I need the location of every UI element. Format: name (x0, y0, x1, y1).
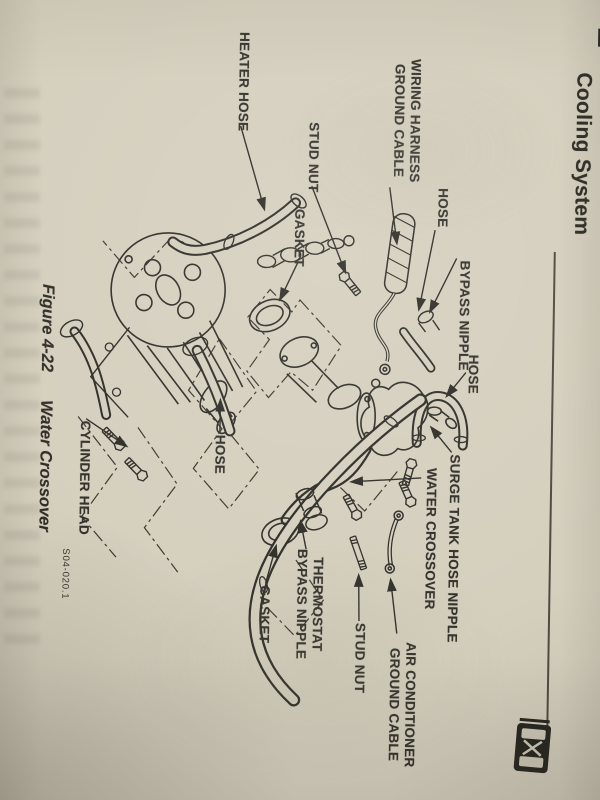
label-stud-nut-upper: STUD NUT (305, 122, 322, 193)
callout-leader-lines (85, 125, 467, 634)
label-air-conditioner-ground-cable: AIR CONDITIONER GROUND CABLE (385, 642, 419, 768)
middle-hose-drawing (182, 336, 236, 437)
label-hose-top: HOSE (435, 188, 451, 228)
wiring-harness-ground-cable-drawing (370, 212, 416, 388)
label-heater-hose: HEATER HOSE (235, 31, 253, 132)
phantom-engine-outline (77, 237, 398, 637)
label-wiring-harness-ground-cable: WIRING HARNESS GROUND CABLE (390, 58, 424, 183)
label-gasket-upper: GASKET (291, 208, 308, 267)
figure-title: Water Crossover (35, 399, 56, 532)
label-stud-nut-lower: STUD NUT (351, 622, 368, 694)
lower-bracket-pipe-drawing (59, 319, 131, 420)
lower-hose-drawing (248, 393, 427, 707)
bypass-nipple-hose-drawing (399, 310, 441, 373)
figure-caption: Figure 4-22 Water Crossover (34, 284, 57, 532)
thermostat-bypass-nipple-part (295, 487, 328, 531)
label-thermostat-bypass-nipple: THERMOSTAT BYPASS NIPPLE (293, 548, 326, 660)
air-conditioner-ground-cable-drawing (384, 510, 404, 574)
gasket-upper-part (248, 298, 291, 333)
label-surge-tank-hose-nipple: SURGE TANK HOSE NIPPLE (444, 454, 463, 643)
label-hose-middle: HOSE (212, 434, 228, 475)
label-water-crossover: WATER CROSSOVER (422, 467, 440, 610)
surge-tank-hose-nipple-part (445, 417, 458, 430)
label-hose-right: HOSE (465, 354, 482, 395)
thermostat-housing-drawing (356, 381, 458, 457)
drawing-code: S04-020.1 (59, 548, 72, 600)
stud-nut-lower-part (349, 535, 368, 571)
figure-number: Figure 4-22 (37, 283, 58, 373)
vehicle-badge-stamp-icon (513, 717, 552, 774)
heater-hose-drawing (167, 193, 307, 256)
label-cylinder-head: CYLINDER HEAD (76, 420, 94, 536)
bypass-fitting-chain (256, 235, 355, 269)
label-gasket-lower: GASKET (256, 585, 273, 644)
bypass-hose-drawing (411, 391, 469, 451)
